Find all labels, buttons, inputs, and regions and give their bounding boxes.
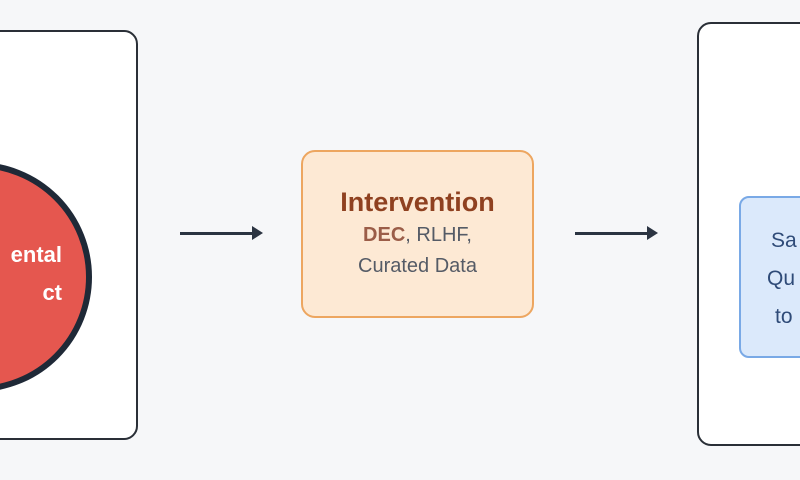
arrow-right-icon — [180, 226, 263, 240]
intervention-methods-line: DEC, RLHF, — [303, 220, 532, 251]
arrow-right-icon — [575, 226, 658, 240]
outcome-line-3: to — [775, 305, 793, 328]
intervention-dec-label: DEC — [363, 224, 406, 246]
circle-label: ental ct — [11, 236, 62, 312]
circle-label-line-2: ct — [42, 280, 62, 305]
intervention-curated-data-label: Curated Data — [358, 255, 477, 277]
right-panel: Sa Qu to — [697, 22, 800, 446]
intervention-title: Intervention — [340, 187, 495, 217]
left-panel: ental ct — [0, 30, 138, 440]
intervention-box: Intervention DEC, RLHF, Curated Data — [301, 150, 534, 318]
intervention-rlhf-label: , RLHF, — [405, 224, 472, 246]
circle-label-line-1: ental — [10, 242, 62, 267]
outcome-box: Sa Qu to — [739, 196, 800, 358]
outcome-line-1: Sa — [771, 229, 797, 252]
outcome-line-2: Qu — [767, 267, 796, 290]
red-circle-node: ental ct — [0, 162, 92, 392]
